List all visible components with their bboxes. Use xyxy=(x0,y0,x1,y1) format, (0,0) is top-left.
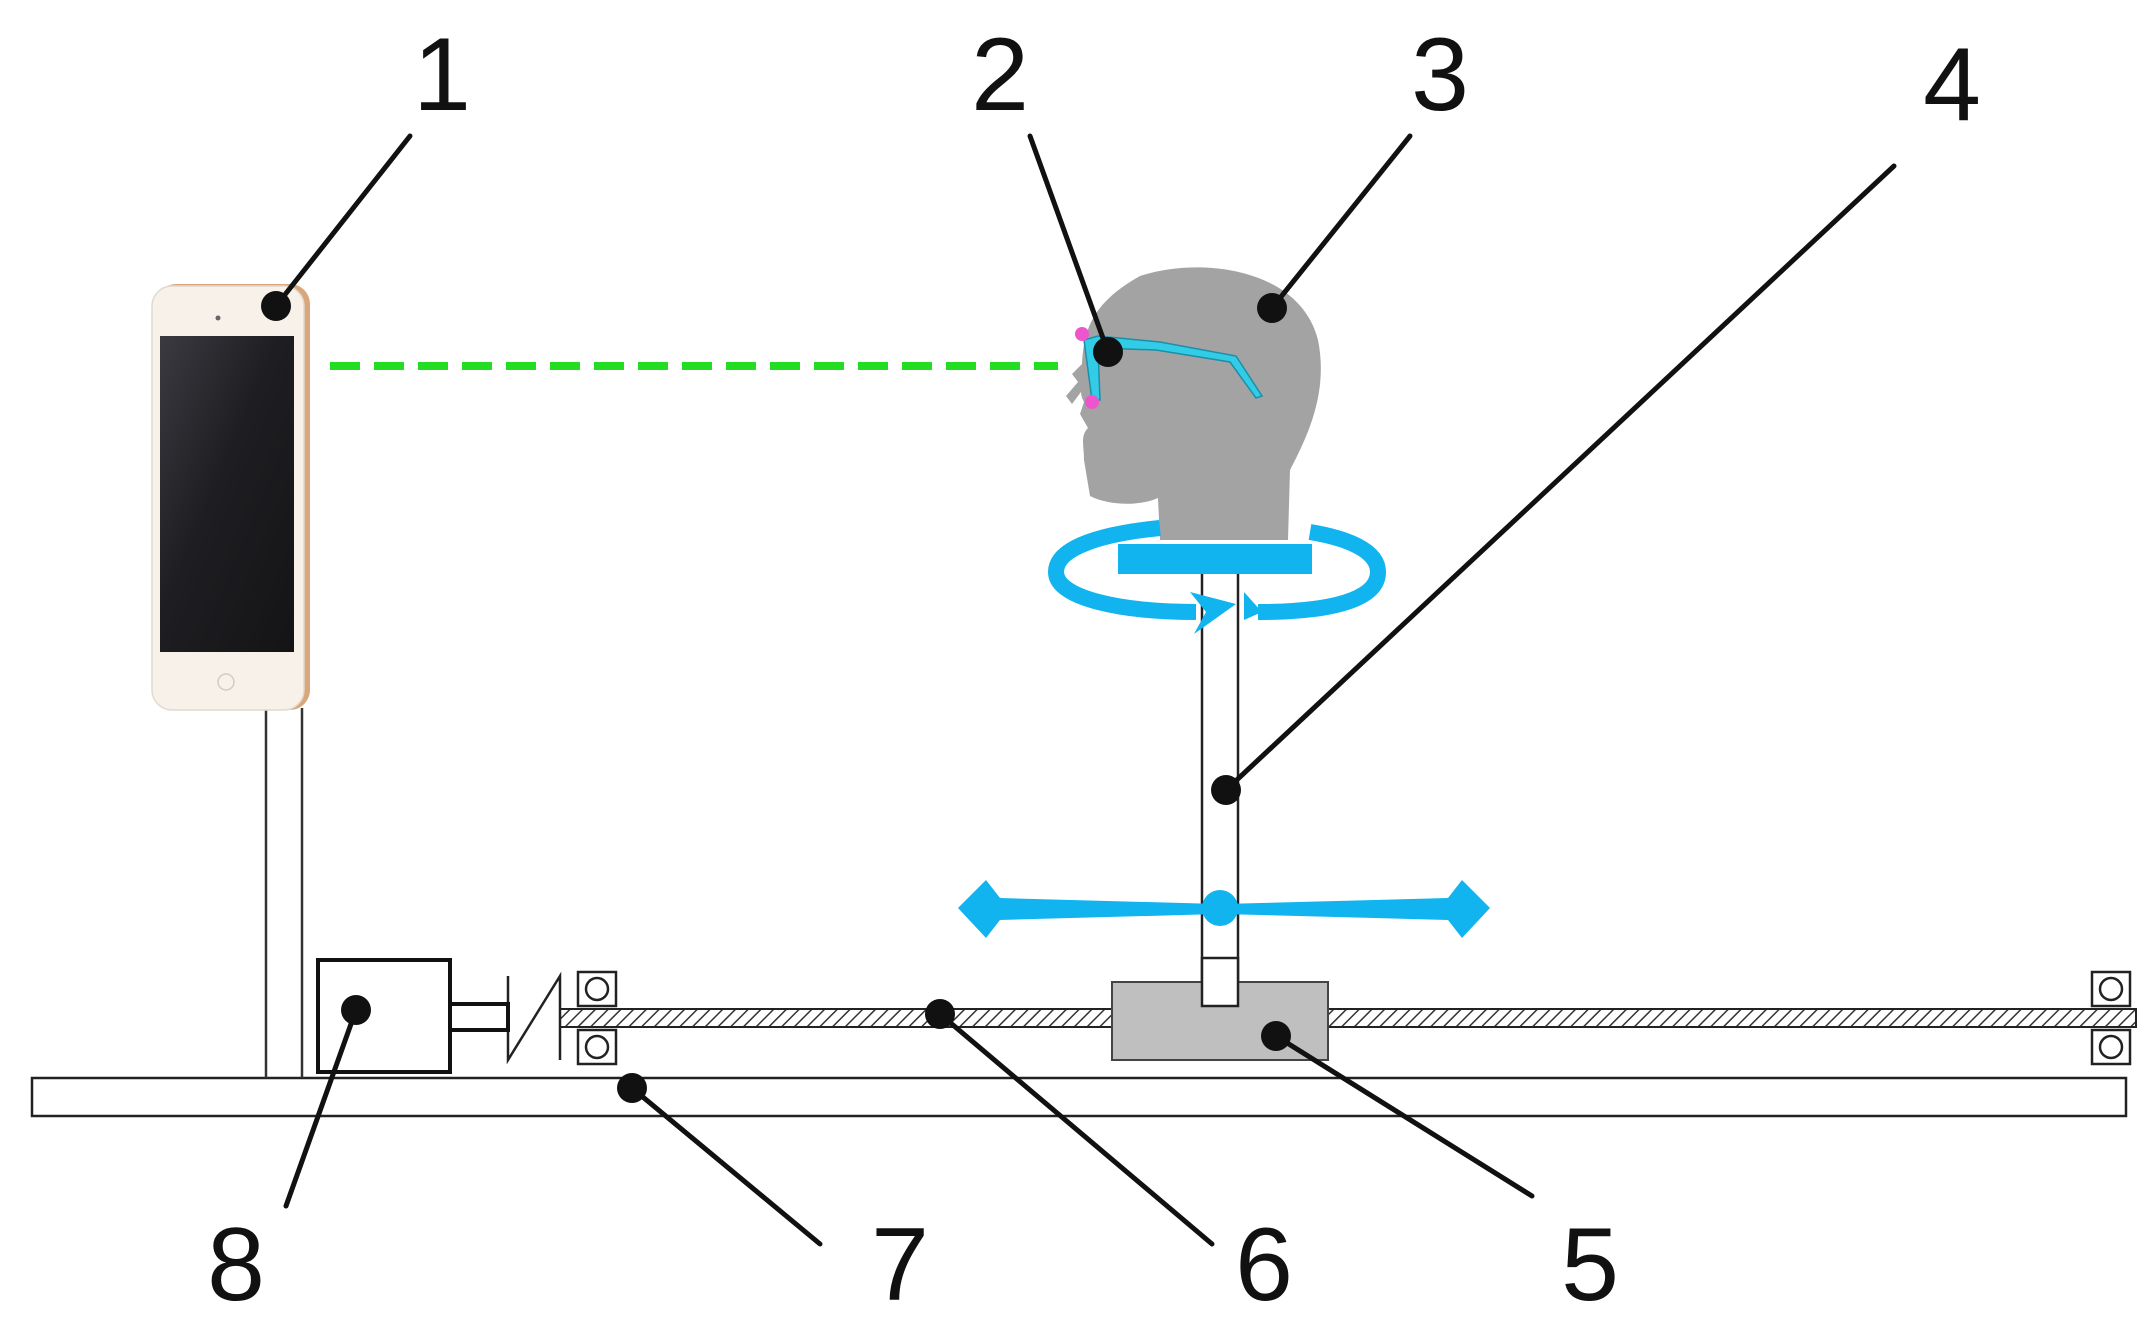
label-7: 7 xyxy=(871,1207,929,1323)
label-2: 2 xyxy=(971,17,1029,133)
marker-bottom xyxy=(1085,395,1099,409)
tablet-home-button xyxy=(217,673,235,691)
bearing-icon xyxy=(2090,970,2132,1066)
tablet-icon xyxy=(151,284,310,711)
lead-screw xyxy=(559,1008,2137,1028)
label-3: 3 xyxy=(1411,17,1469,133)
label-4: 4 xyxy=(1923,27,1981,143)
coupling-icon xyxy=(506,971,562,1065)
leader-lines xyxy=(261,133,1897,1247)
tablet-screen xyxy=(160,336,294,652)
label-1: 1 xyxy=(413,17,471,133)
mannequin-head-icon xyxy=(1066,267,1321,540)
label-5: 5 xyxy=(1561,1207,1619,1323)
marker-top xyxy=(1075,327,1089,341)
label-6: 6 xyxy=(1235,1207,1293,1323)
tablet-stand xyxy=(264,708,304,1078)
tablet-camera xyxy=(215,315,221,321)
post-socket xyxy=(1200,956,1240,1008)
rotation-platform xyxy=(1118,544,1312,574)
rotation-arrow-icon xyxy=(1047,520,1387,634)
base-rail xyxy=(30,1076,2128,1118)
double-arrow-icon xyxy=(958,880,1490,938)
label-8: 8 xyxy=(207,1207,265,1323)
bearing-icon xyxy=(576,970,618,1066)
